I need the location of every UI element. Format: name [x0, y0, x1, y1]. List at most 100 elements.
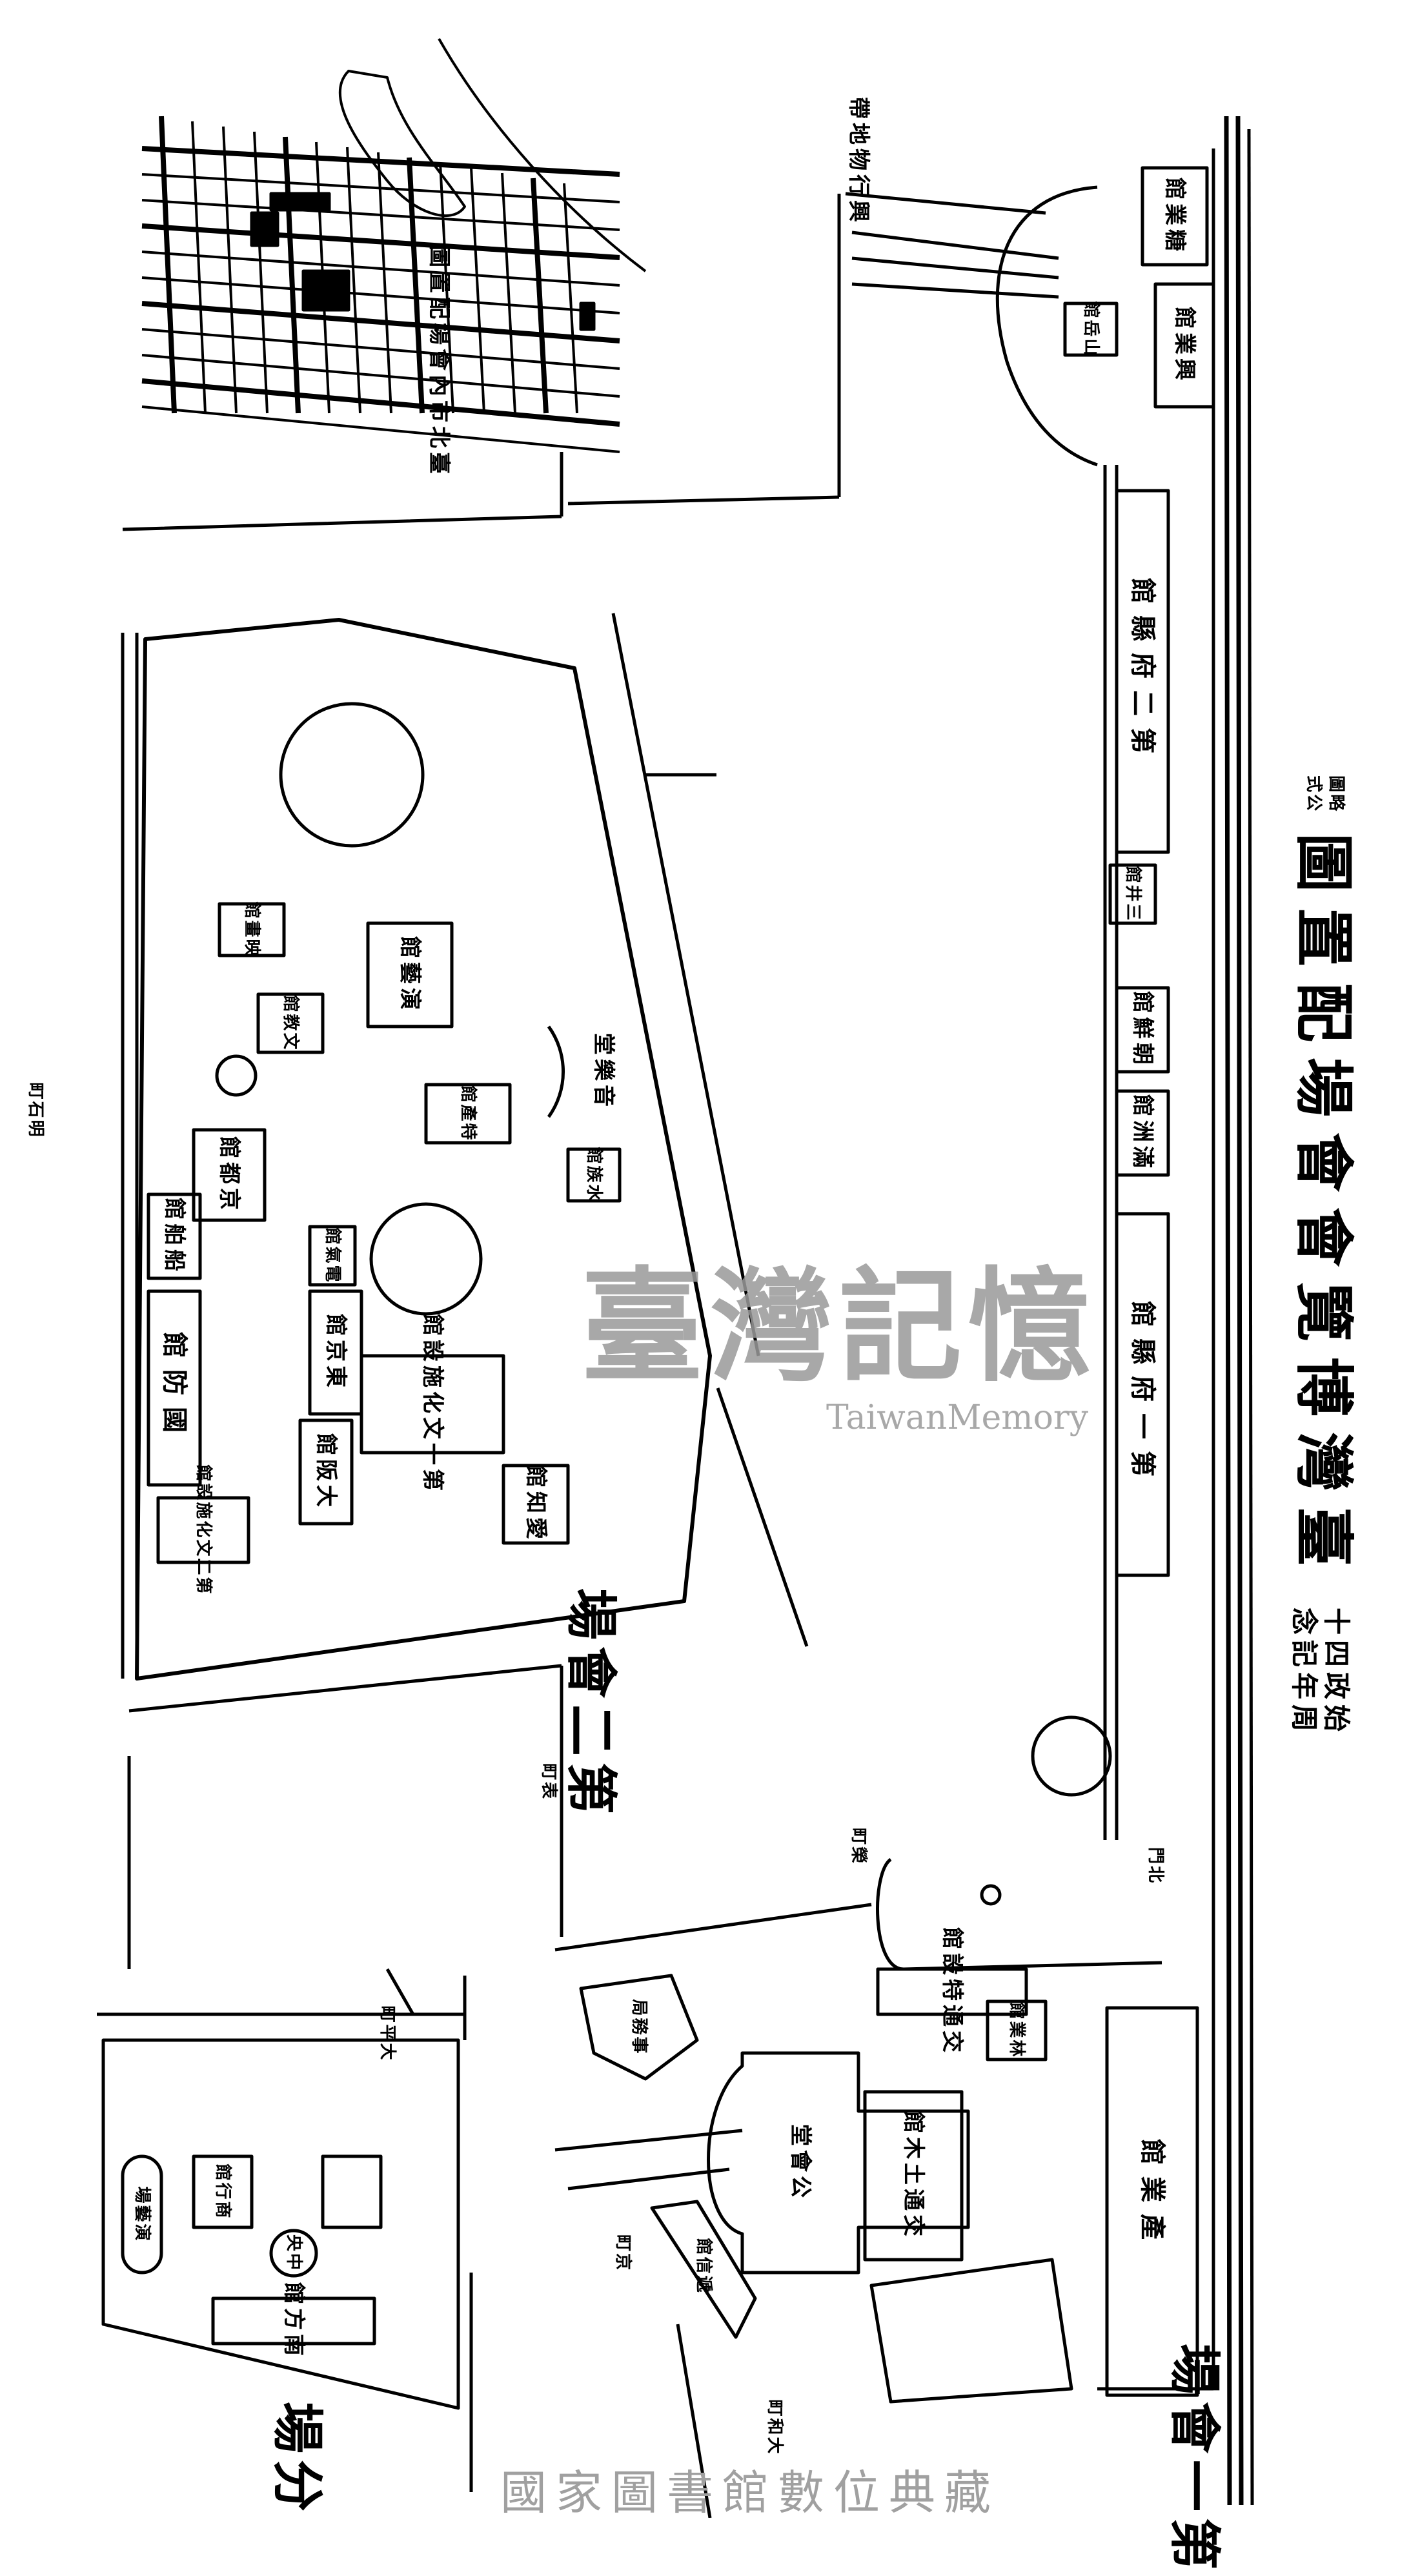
- label-music-hall: 音樂堂: [591, 1033, 616, 1110]
- commemoration-line-1: 始政四十: [1321, 1607, 1352, 1737]
- building-branch-market: [192, 2154, 254, 2229]
- second-venue-label: 第二會場: [561, 1588, 621, 1821]
- label-osaka-hall: 大阪館: [313, 1433, 339, 1511]
- label-south-hall: 南方館: [281, 2282, 307, 2360]
- inset-street: [407, 157, 425, 414]
- building-mountain: [1063, 302, 1119, 357]
- building-aquarium: [566, 1147, 622, 1203]
- label-branch-market: 商行館: [213, 2163, 232, 2220]
- building-prefecture-1: [1115, 1212, 1170, 1577]
- exposition-map: [97, 38, 1254, 2518]
- inset-street: [141, 328, 620, 370]
- railway-outer: [1247, 128, 1254, 2506]
- first-venue-label: 第一會場: [1164, 2344, 1224, 2576]
- inset-street: [141, 146, 620, 177]
- roundabout-children: [279, 702, 425, 848]
- building-industry: [1105, 2006, 1199, 2397]
- inset-street: [377, 152, 392, 414]
- label-performing-hall: 演藝館: [397, 936, 423, 1014]
- inset-street: [439, 162, 454, 414]
- building-manchuria: [1115, 1089, 1170, 1177]
- inset-venue-block: [301, 269, 350, 312]
- title-note-1: 略圖: [1326, 775, 1346, 813]
- inset-venue-block: [250, 211, 279, 247]
- building-mitsui: [1108, 863, 1157, 925]
- building-south: [211, 2296, 376, 2346]
- label-education-hall: 文教館: [281, 995, 300, 1052]
- road-east: [845, 192, 1059, 299]
- street-akashi: 明石町: [26, 1082, 45, 1139]
- branch-arena: [121, 2154, 163, 2274]
- inset-street: [191, 121, 207, 414]
- roundabout-main: [369, 1202, 483, 1316]
- building-music: [547, 1025, 565, 1118]
- watermark-calligraphy: 臺灣記憶: [581, 1254, 1098, 1398]
- building-education: [256, 992, 325, 1054]
- label-transport-special-hall: 交通特設館: [939, 1927, 965, 2056]
- label-manchuria-hall: 滿洲館: [1130, 1094, 1155, 1172]
- label-sugar-hall: 糖業館: [1162, 178, 1188, 255]
- building-south-block: [869, 2258, 1073, 2404]
- first-venue-north-plaza: [995, 185, 1098, 467]
- building-culture-1: [360, 1354, 505, 1455]
- map-title: 臺灣博覽會會場配置圖: [1289, 832, 1358, 1582]
- footer-collection-credit: 國家圖書館數位典藏: [500, 2466, 1000, 2520]
- label-electric-hall: 電氣館: [323, 1227, 342, 1284]
- building-public-hall: [707, 2051, 970, 2274]
- building-transport-special: [876, 1967, 1028, 2016]
- label-public-hall: 公會堂: [787, 2124, 813, 2202]
- building-ship: [147, 1192, 202, 1280]
- building-tokyo: [308, 1289, 363, 1416]
- first-venue-south-boundary: [554, 1857, 1213, 2518]
- inset-street: [159, 116, 177, 414]
- inset-street: [141, 199, 620, 231]
- inset-street: [531, 178, 549, 414]
- label-defense-hall: 國防館: [159, 1332, 189, 1444]
- inset-street: [141, 173, 620, 203]
- label-korea-hall: 朝鮮館: [1130, 991, 1155, 1068]
- label-tokyo-hall: 東京館: [323, 1314, 349, 1391]
- label-transport-civil-hall: 交通土木館: [900, 2111, 926, 2240]
- inset-street: [141, 378, 620, 427]
- label-forestry-hall: 林業館: [1007, 2002, 1026, 2059]
- inset-street: [501, 172, 516, 414]
- building-branch-hall: [321, 2154, 383, 2229]
- label-aquarium: 水族館: [584, 1147, 604, 1203]
- title-note-2: 公式: [1304, 775, 1323, 813]
- label-mitsui-hall: 三井館: [1123, 866, 1142, 923]
- inset-street: [346, 147, 361, 414]
- inset-street: [563, 183, 578, 414]
- street-omote: 表町: [539, 1763, 558, 1801]
- building-industry-north: [1153, 282, 1215, 409]
- garden-round: [1031, 1715, 1112, 1797]
- watermark-english: TaiwanMemory: [826, 1398, 1089, 1437]
- label-communications-hall: 遞信館: [694, 2238, 713, 2295]
- river-island: [339, 70, 466, 218]
- label-prefecture-hall-1: 第一府縣館: [1128, 1301, 1157, 1488]
- inset-venue-block: [579, 302, 596, 331]
- road-west: [121, 633, 563, 1969]
- road-north: [122, 194, 841, 531]
- label-branch-arena: 演藝場: [132, 2186, 152, 2243]
- river-shore: [438, 38, 647, 272]
- building-performing: [366, 921, 454, 1028]
- label-entertainment-zone: 興行物地帶: [846, 97, 871, 226]
- branch-venue-boundary: [101, 2038, 460, 2410]
- label-specialty-hall: 特產館: [458, 1085, 478, 1142]
- label-north-gate: 北門: [1146, 1846, 1165, 1885]
- inset-street: [141, 276, 620, 314]
- inset-street: [470, 167, 485, 414]
- street-yamato: 大和町: [765, 2399, 784, 2456]
- label-industry-hall: 產業館: [1137, 2139, 1167, 2251]
- inset-title: 臺北市內會場配置圖: [426, 245, 452, 478]
- building-kyoto: [192, 1128, 267, 1222]
- inset-street: [222, 126, 238, 414]
- label-office: 事務局: [629, 1999, 649, 2056]
- street-sakae: 榮町: [849, 1827, 868, 1866]
- label-aichi-hall: 愛知館: [523, 1466, 549, 1543]
- label-kyoto-hall: 京都館: [216, 1136, 242, 1214]
- inset-street: [141, 250, 620, 287]
- road-second-east: [611, 613, 809, 1647]
- building-sugar: [1141, 166, 1209, 267]
- label-industry-north-hall: 興業館: [1172, 307, 1197, 384]
